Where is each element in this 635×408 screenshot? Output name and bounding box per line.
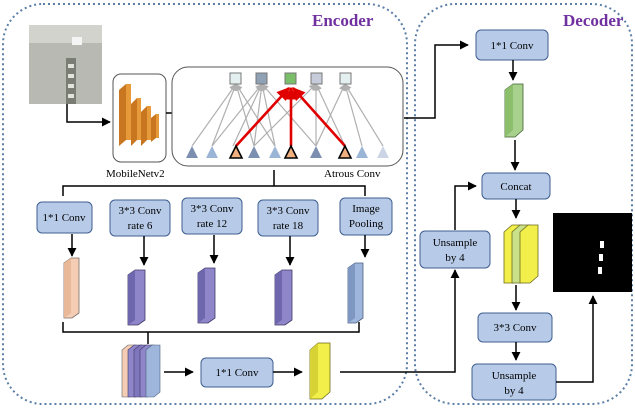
svg-text:Unsample: Unsample: [492, 370, 537, 382]
encoder-output-feature: [309, 342, 331, 400]
branch-box-1x1: 1*1 Conv: [36, 201, 93, 234]
decoder-1x1-conv-box: 1*1 Conv: [475, 29, 549, 61]
upsample-to-concat-arrow: [454, 181, 477, 230]
feature-map-rate12: [197, 267, 216, 324]
svg-text:3*3 Conv: 3*3 Conv: [190, 203, 234, 215]
svg-text:Pooling: Pooling: [349, 218, 384, 230]
segmentation-mask-icon: [553, 213, 632, 292]
svg-text:3*3 Conv: 3*3 Conv: [493, 322, 537, 334]
branch-box-rate6: 3*3 Conv rate 6: [109, 199, 171, 237]
concat-box: Concat: [481, 172, 551, 200]
branch-arrows: [67, 234, 370, 266]
feature-map-rate6: [127, 269, 146, 326]
atrous-output-nodes: [229, 72, 352, 85]
svg-text:by 4: by 4: [445, 252, 465, 264]
backbone-label: MobileNetv2: [106, 168, 165, 180]
svg-text:rate 12: rate 12: [197, 218, 227, 230]
encoder-frame: [2, 3, 408, 405]
branch-box-rate12: 3*3 Conv rate 12: [181, 197, 243, 235]
svg-text:rate 6: rate 6: [128, 220, 153, 232]
branch-box-rate18: 3*3 Conv rate 18: [257, 199, 319, 237]
atrous-red-connections: [235, 86, 346, 147]
svg-text:Image: Image: [352, 203, 380, 215]
decoder-3x3-conv-box: 3*3 Conv: [477, 312, 553, 343]
svg-text:3*3 Conv: 3*3 Conv: [266, 205, 310, 217]
svg-text:Concat: Concat: [500, 181, 531, 193]
svg-text:1*1 Conv: 1*1 Conv: [42, 212, 86, 224]
svg-text:rate 18: rate 18: [273, 220, 304, 232]
upsample-to-output-arrow: [556, 295, 598, 383]
encoder-title: Encoder: [312, 11, 374, 30]
upsample-box-b: Unsample by 4: [471, 363, 557, 401]
atrous-label: Atrous Conv: [324, 168, 381, 180]
decoder-frame: [414, 3, 633, 405]
upsample-box-a: Unsample by 4: [419, 230, 491, 269]
input-arrow: [66, 104, 111, 127]
atrous-panel: [171, 66, 404, 167]
concat-stack-feature: [503, 224, 539, 284]
svg-text:1*1 Conv: 1*1 Conv: [490, 40, 534, 52]
svg-text:1*1 Conv: 1*1 Conv: [215, 367, 259, 379]
backbone-icon: [119, 84, 159, 146]
encoder-to-upsample-arrow: [340, 269, 460, 373]
svg-text:by 4: by 4: [504, 385, 524, 397]
feature-map-1x1: [63, 257, 80, 319]
feature-map-rate18: [274, 269, 293, 326]
merge-bracket: [62, 322, 360, 344]
branch-bracket: [62, 170, 366, 196]
decoder-title: Decoder: [563, 11, 624, 30]
low-level-feature: [504, 83, 524, 138]
concatenated-features: [121, 344, 161, 398]
svg-text:3*3 Conv: 3*3 Conv: [118, 205, 162, 217]
feature-map-pooling: [347, 262, 364, 324]
lowlevel-arrow: [404, 40, 469, 119]
svg-text:Unsample: Unsample: [433, 237, 478, 249]
atrous-input-nodes: [186, 144, 389, 159]
fuse-conv-box: 1*1 Conv: [200, 357, 274, 388]
branch-box-image-pooling: Image Pooling: [339, 197, 393, 236]
input-photo-icon: [29, 25, 102, 104]
